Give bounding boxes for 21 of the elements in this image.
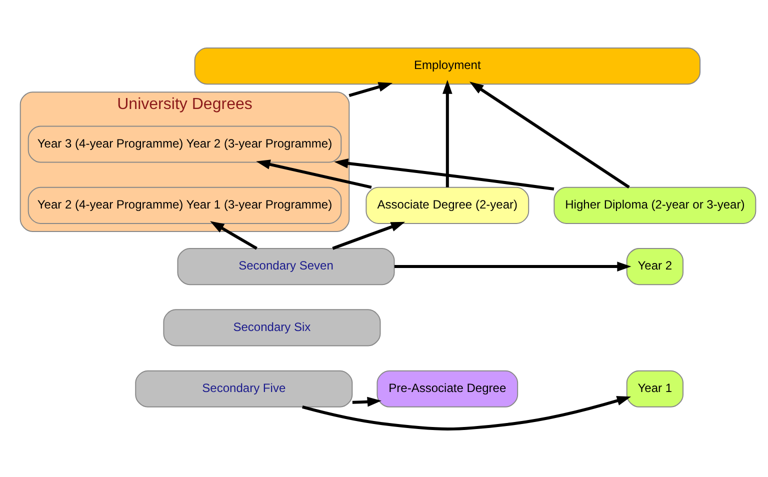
node-box: Higher Diploma (2-year or 3-year) [554, 186, 756, 224]
node-box: Secondary Seven [177, 248, 395, 286]
node-box: Year 2 (4-year Programme) Year 1 (3-year Programme) [28, 186, 342, 224]
node-box: Year 3 (4-year Programme) Year 2 (3-year Programme) [28, 126, 342, 163]
node-box: Associate Degree (2-year) [366, 186, 530, 224]
arrow [210, 221, 258, 250]
arrow [394, 262, 632, 272]
node-box: Employment [194, 48, 701, 85]
arrow [334, 158, 554, 191]
node-box: Secondary Five [135, 370, 353, 408]
node-box: Year 1 [626, 370, 684, 408]
arrow [302, 396, 632, 430]
node-box: Secondary Six [163, 309, 381, 346]
arrow [352, 396, 382, 407]
arrow [256, 160, 372, 189]
arrow [348, 82, 393, 97]
arrow [442, 80, 452, 188]
arrow [469, 82, 630, 189]
node-box: Pre-Associate Degree [376, 370, 518, 408]
node-box: Year 2 [626, 248, 684, 286]
arrow [332, 222, 406, 250]
